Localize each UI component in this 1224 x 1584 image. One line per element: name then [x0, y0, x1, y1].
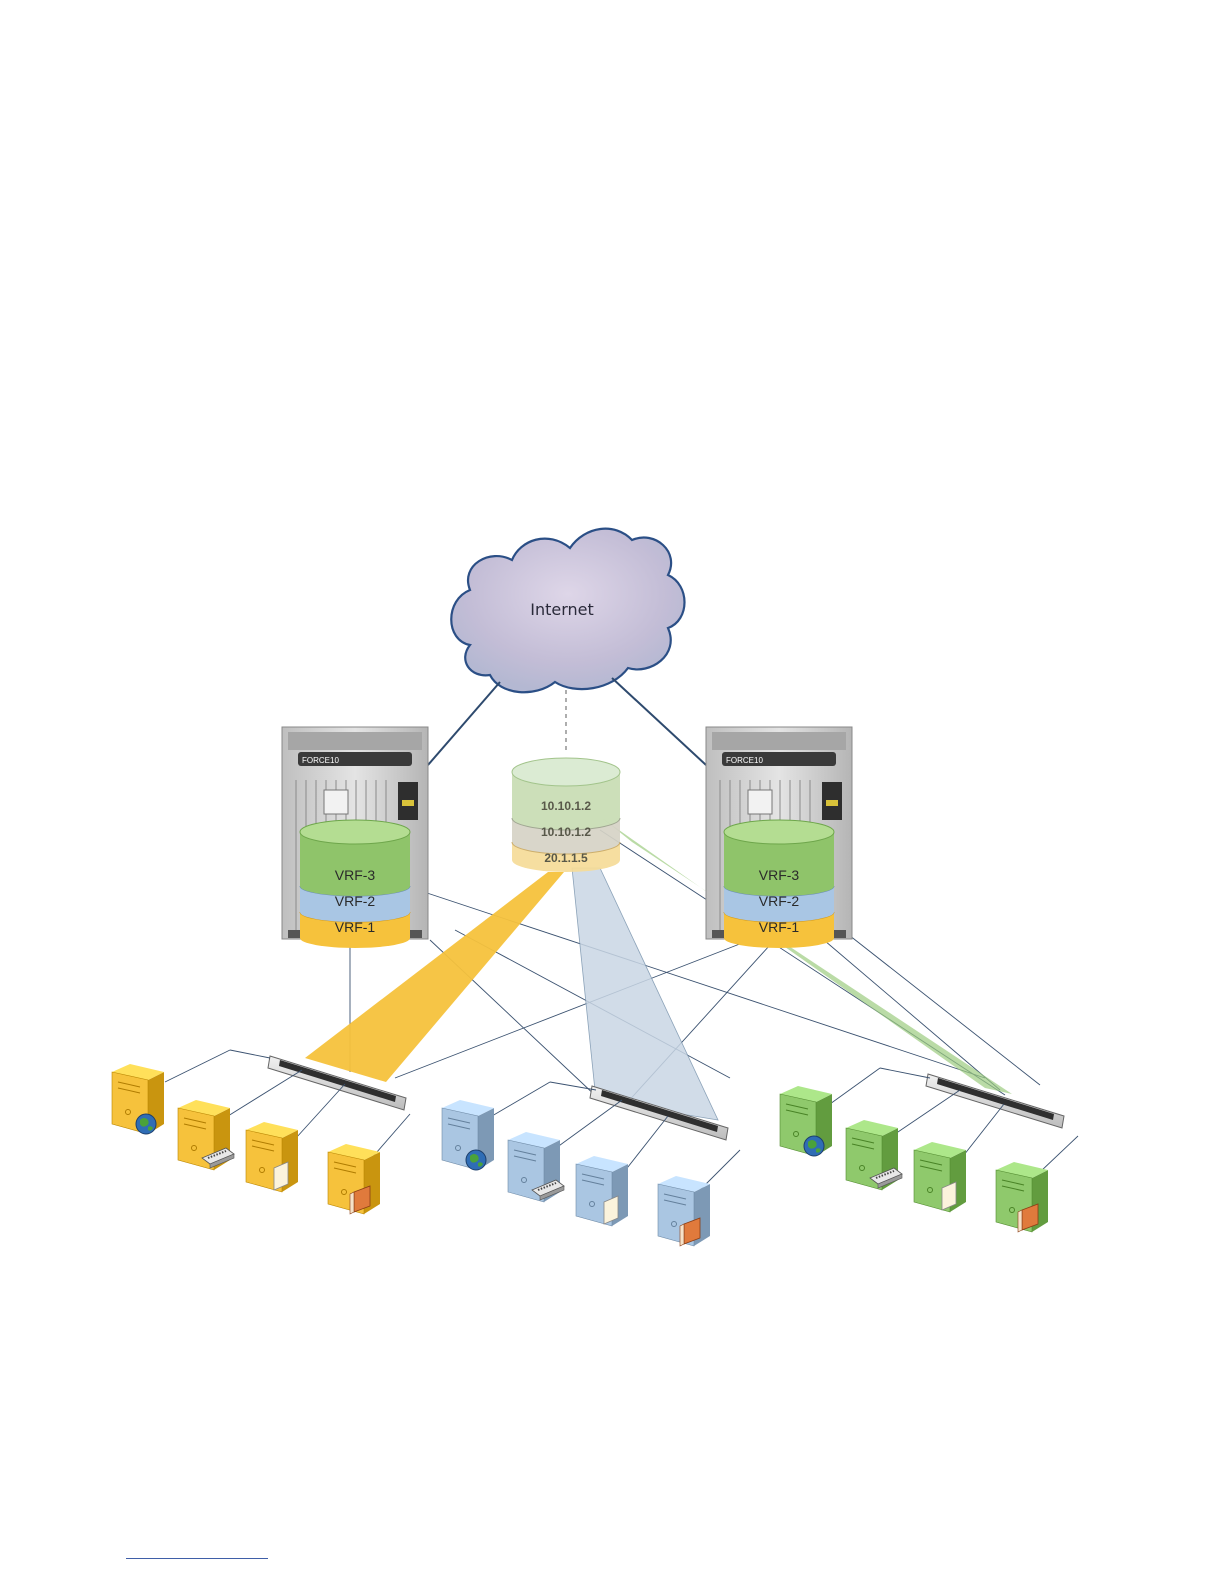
- shared-router-cylinder: 10.10.1.2 10.10.1.2 20.1.1.5: [512, 758, 620, 872]
- shared-router-ip: 10.10.1.2: [541, 825, 591, 839]
- uplink-line: [612, 678, 706, 765]
- globe-icon: [804, 1136, 824, 1156]
- vrf-label: VRF-3: [759, 867, 800, 883]
- uplink-line: [428, 682, 500, 765]
- server-tower: [914, 1142, 966, 1212]
- server-tower: [508, 1132, 564, 1202]
- server-tower: [658, 1176, 710, 1246]
- vrf-label: VRF-1: [759, 919, 800, 935]
- server-tower: [112, 1064, 164, 1134]
- cloud-label: Internet: [530, 600, 594, 619]
- vrf-label: VRF-1: [335, 919, 376, 935]
- shared-router-ip: 20.1.1.5: [544, 851, 588, 865]
- vrf-stack-1: VRF-3 VRF-2 VRF-1: [300, 820, 410, 948]
- server-tower: [246, 1122, 298, 1192]
- access-switch-3: [926, 1074, 1064, 1128]
- vrf-label: VRF-2: [335, 893, 376, 909]
- server-tower: [780, 1086, 832, 1156]
- server-tower: [178, 1100, 234, 1170]
- chassis-brand: FORCE10: [302, 756, 339, 765]
- server-tower: [846, 1120, 902, 1190]
- server-farm: [112, 1064, 1048, 1246]
- vrf-stack-2: VRF-3 VRF-2 VRF-1: [724, 820, 834, 948]
- vrf-label: VRF-3: [335, 867, 376, 883]
- globe-icon: [466, 1150, 486, 1170]
- shared-router-ip: 10.10.1.2: [541, 799, 591, 813]
- vrf2-beam: [572, 868, 718, 1120]
- globe-icon: [136, 1114, 156, 1134]
- internet-cloud: Internet: [451, 529, 684, 693]
- vrf-label: VRF-2: [759, 893, 800, 909]
- chassis-brand: FORCE10: [726, 756, 763, 765]
- server-tower: [442, 1100, 494, 1170]
- server-tower: [576, 1156, 628, 1226]
- server-tower: [996, 1162, 1048, 1232]
- server-tower: [328, 1144, 380, 1214]
- footnote-rule: [126, 1558, 268, 1559]
